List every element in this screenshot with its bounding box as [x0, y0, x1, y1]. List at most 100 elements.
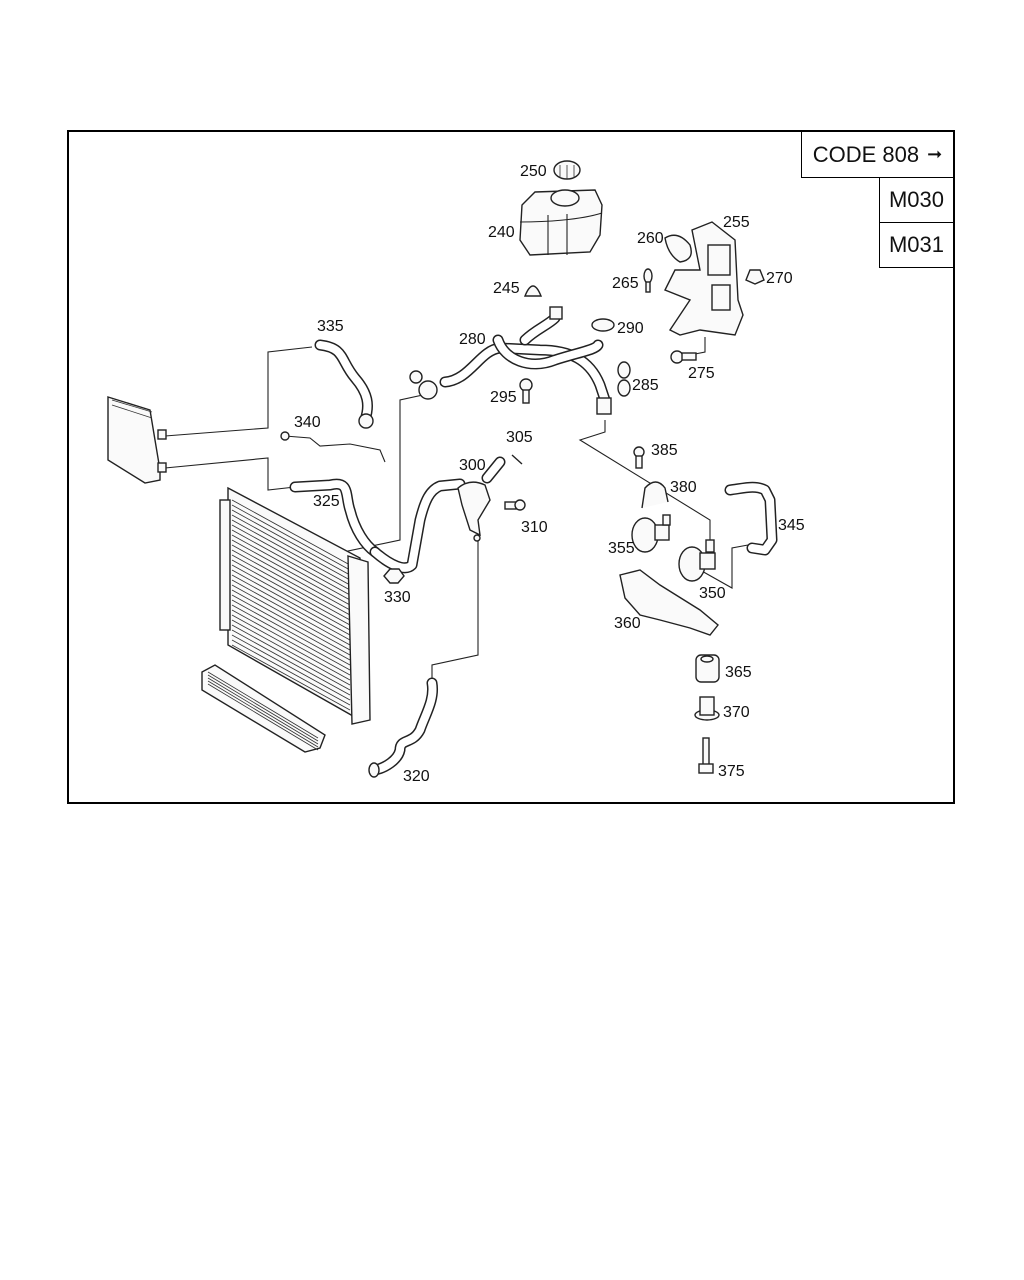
- part-370-spacer[interactable]: [694, 696, 720, 721]
- label-280: 280: [459, 331, 486, 348]
- radiator-fin: [231, 584, 351, 651]
- label-270: 270: [766, 270, 793, 287]
- model-code-m031[interactable]: M031: [879, 222, 954, 268]
- part-270-nut[interactable]: [745, 269, 765, 285]
- label-260: 260: [637, 230, 664, 247]
- part-245-cap-plug[interactable]: [523, 285, 543, 297]
- label-335: 335: [317, 318, 344, 335]
- part-340-line[interactable]: [280, 431, 386, 463]
- label-275: 275: [688, 365, 715, 382]
- label-385: 385: [651, 442, 678, 459]
- radiator-fin: [231, 639, 351, 706]
- radiator-fin: [231, 519, 351, 586]
- radiator-fin: [231, 509, 351, 576]
- hose-lower: [369, 478, 466, 574]
- cooler-fin: [207, 677, 319, 745]
- radiator-fin: [231, 609, 351, 676]
- part-365-rubber-mount[interactable]: [695, 654, 720, 683]
- model-code-label: M031: [888, 232, 945, 257]
- label-380: 380: [670, 479, 697, 496]
- label-250: 250: [520, 163, 547, 180]
- part-300-coolant-pipe[interactable]: [457, 456, 506, 542]
- part-385-bolt[interactable]: [633, 446, 645, 469]
- part-350-water-pump[interactable]: [678, 539, 716, 582]
- part-360-holder[interactable]: [619, 569, 719, 636]
- part-345-hose[interactable]: [724, 481, 778, 556]
- label-345: 345: [778, 517, 805, 534]
- label-240: 240: [488, 224, 515, 241]
- radiator-fin: [231, 524, 351, 591]
- radiator-fin: [231, 564, 351, 631]
- label-340: 340: [294, 414, 321, 431]
- label-375: 375: [718, 763, 745, 780]
- code-808-box[interactable]: CODE 808 ➞: [801, 131, 954, 178]
- radiator-fin: [231, 619, 351, 686]
- label-310: 310: [521, 519, 548, 536]
- transmission-oil-cooler: [201, 664, 326, 753]
- radiator-fin: [231, 539, 351, 606]
- radiator-fin: [231, 504, 351, 571]
- cooler-fin: [207, 674, 319, 742]
- radiator-fin: [231, 544, 351, 611]
- radiator-fin: [231, 529, 351, 596]
- radiator-fin: [231, 644, 351, 711]
- radiator-fin: [231, 624, 351, 691]
- label-305: 305: [506, 429, 533, 446]
- part-260-clip[interactable]: [664, 234, 692, 263]
- part-255-bracket[interactable]: [664, 221, 744, 336]
- radiator-fin: [231, 574, 351, 641]
- cooler-fin: [207, 671, 319, 739]
- radiator-fin: [231, 534, 351, 601]
- heater-core: [107, 396, 167, 484]
- label-265: 265: [612, 275, 639, 292]
- part-325-hose[interactable]: [289, 478, 381, 558]
- part-375-bolt[interactable]: [698, 737, 714, 774]
- model-code-label: M030: [888, 187, 945, 212]
- part-330-nut[interactable]: [383, 568, 405, 584]
- part-320-hose[interactable]: [368, 677, 439, 778]
- radiator-fin: [231, 634, 351, 701]
- cooler-fin: [207, 683, 319, 751]
- code-label: CODE 808: [812, 141, 920, 167]
- part-240-expansion-tank[interactable]: [519, 189, 603, 256]
- radiator-fin: [231, 569, 351, 636]
- part-335-hose[interactable]: [314, 339, 374, 429]
- label-320: 320: [403, 768, 430, 785]
- label-360: 360: [614, 615, 641, 632]
- label-245: 245: [493, 280, 520, 297]
- part-285-hose-clamp[interactable]: [617, 361, 631, 397]
- label-355: 355: [608, 540, 635, 557]
- part-280-coolant-hose[interactable]: [409, 306, 612, 415]
- radiator-fin: [231, 549, 351, 616]
- label-295: 295: [490, 389, 517, 406]
- part-310-bolt[interactable]: [504, 499, 526, 511]
- label-370: 370: [723, 704, 750, 721]
- radiator-fin: [231, 499, 351, 566]
- part-355-water-pump[interactable]: [631, 514, 671, 553]
- part-305-seal-ring[interactable]: [511, 454, 523, 465]
- label-330: 330: [384, 589, 411, 606]
- part-265-sensor[interactable]: [643, 268, 653, 293]
- radiator-fin: [231, 559, 351, 626]
- label-290: 290: [617, 320, 644, 337]
- cooler-fin: [207, 680, 319, 748]
- radiator: [219, 486, 371, 725]
- part-275-screw[interactable]: [670, 350, 697, 364]
- radiator-fin: [231, 629, 351, 696]
- arrow-right-icon: ➞: [927, 144, 943, 164]
- radiator-fin: [231, 514, 351, 581]
- diagram-frame: [67, 130, 955, 804]
- radiator-fin: [231, 554, 351, 621]
- model-code-m030[interactable]: M030: [879, 177, 954, 223]
- part-290-o-ring[interactable]: [591, 318, 615, 332]
- radiator-fin: [231, 614, 351, 681]
- radiator-fin: [231, 579, 351, 646]
- radiator-fin: [231, 589, 351, 656]
- part-250-tank-cap[interactable]: [553, 160, 581, 180]
- label-300: 300: [459, 457, 486, 474]
- label-325: 325: [313, 493, 340, 510]
- radiator-fin: [231, 599, 351, 666]
- part-380-bracket-clamp[interactable]: [641, 481, 669, 509]
- part-295-bolt[interactable]: [519, 378, 533, 404]
